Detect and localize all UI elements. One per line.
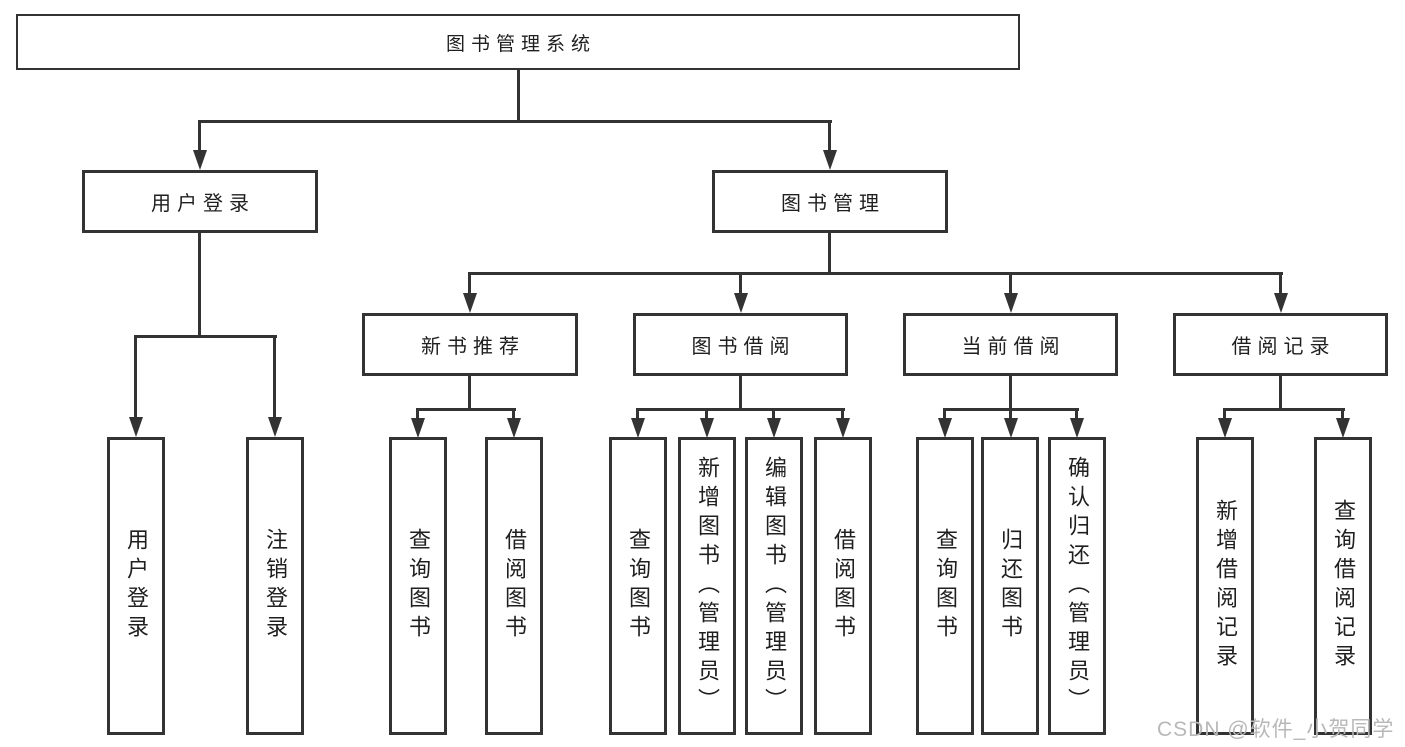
- leaf-return-books: 归还图书: [981, 437, 1039, 735]
- leaf-query-books-newbook: 查询图书: [389, 437, 447, 735]
- connector-records-branch: [1223, 408, 1345, 411]
- arrowhead-records-leaf1: [1218, 418, 1232, 438]
- connector-to-records: [1279, 272, 1282, 294]
- connector-borrowing-leaf3: [772, 408, 775, 419]
- connector-root-to-bookmgmt: [828, 120, 831, 152]
- arrowhead-records-leaf2: [1336, 418, 1350, 438]
- node-current-borrowing-label: 当前借阅: [961, 336, 1066, 358]
- leaf-confirm-return-admin-label: 确认归还（管理员）: [1065, 455, 1090, 717]
- connector-borrowing-leaf4: [841, 408, 844, 419]
- arrowhead-borrowing-leaf4: [836, 418, 850, 438]
- leaf-borrow-books-borrowing: 借阅图书: [814, 437, 872, 735]
- connector-current-stem: [1009, 376, 1012, 411]
- arrowhead-current-leaf2: [1004, 418, 1018, 438]
- leaf-edit-books-admin-label: 编辑图书（管理员）: [762, 455, 787, 717]
- connector-current-leaf1: [943, 408, 946, 419]
- arrowhead-newbook-leaf2: [507, 418, 521, 438]
- connector-records-leaf2: [1341, 408, 1344, 419]
- node-borrowing-records: 借阅记录: [1173, 313, 1388, 376]
- arrowhead-borrowing: [734, 293, 748, 313]
- connector-borrowing-stem: [739, 376, 742, 411]
- leaf-add-books-admin-label: 新增图书（管理员）: [695, 455, 720, 717]
- leaf-query-books-borrowing-label: 查询图书: [626, 528, 651, 644]
- connector-records-stem: [1279, 376, 1282, 411]
- arrowhead-leaf-user-login: [129, 417, 143, 437]
- leaf-logout-label: 注销登录: [263, 528, 288, 644]
- arrowhead-userlogin: [193, 150, 207, 170]
- leaf-add-borrow-record: 新增借阅记录: [1196, 437, 1254, 735]
- node-book-management: 图书管理: [712, 170, 948, 233]
- leaf-query-books-current-label: 查询图书: [933, 528, 958, 644]
- connector-newbook-leaf1: [416, 408, 419, 419]
- leaf-add-borrow-record-label: 新增借阅记录: [1213, 499, 1238, 673]
- arrowhead-records: [1274, 293, 1288, 313]
- arrowhead-current: [1004, 293, 1018, 313]
- arrowhead-current-leaf1: [938, 418, 952, 438]
- connector-borrowing-leaf2: [705, 408, 708, 419]
- connector-root-stem: [517, 70, 520, 122]
- leaf-edit-books-admin: 编辑图书（管理员）: [745, 437, 803, 735]
- connector-userlogin-stem: [198, 233, 201, 338]
- node-book-management-label: 图书管理: [781, 193, 885, 215]
- leaf-borrow-books-newbook: 借阅图书: [485, 437, 543, 735]
- connector-to-newbook: [468, 272, 471, 294]
- leaf-add-books-admin: 新增图书（管理员）: [678, 437, 736, 735]
- leaf-user-login: 用户登录: [107, 437, 165, 735]
- node-book-borrowing: 图书借阅: [633, 313, 848, 376]
- leaf-query-books-newbook-label: 查询图书: [406, 528, 431, 644]
- arrowhead-borrowing-leaf2: [700, 418, 714, 438]
- leaf-user-login-label: 用户登录: [124, 528, 149, 644]
- arrowhead-current-leaf3: [1070, 418, 1084, 438]
- connector-current-leaf3: [1075, 408, 1078, 419]
- connector-root-branch: [198, 120, 832, 123]
- connector-userlogin-branch: [134, 335, 277, 338]
- arrowhead-borrowing-leaf1: [631, 418, 645, 438]
- leaf-confirm-return-admin: 确认归还（管理员）: [1048, 437, 1106, 735]
- connector-to-borrowing: [739, 272, 742, 294]
- connector-bookmgmt-branch: [468, 272, 1283, 275]
- leaf-logout: 注销登录: [246, 437, 304, 735]
- watermark-text: CSDN @软件_小贺同学: [1157, 718, 1395, 741]
- arrowhead-newbook: [463, 293, 477, 313]
- node-borrowing-records-label: 借阅记录: [1231, 336, 1336, 358]
- connector-records-leaf1: [1223, 408, 1226, 419]
- node-library-system-label: 图书管理系统: [445, 33, 596, 55]
- connector-to-leaf-logout: [273, 335, 276, 419]
- node-new-book-recommend-label: 新书推荐: [421, 336, 525, 358]
- node-library-system: 图书管理系统: [16, 14, 1020, 70]
- leaf-borrow-books-borrowing-label: 借阅图书: [831, 528, 856, 644]
- leaf-query-books-borrowing: 查询图书: [609, 437, 667, 735]
- connector-newbook-branch: [416, 408, 516, 411]
- node-current-borrowing: 当前借阅: [903, 313, 1118, 376]
- leaf-query-borrow-record: 查询借阅记录: [1314, 437, 1372, 735]
- leaf-query-borrow-record-label: 查询借阅记录: [1331, 499, 1356, 673]
- connector-borrowing-leaf1: [636, 408, 639, 419]
- leaf-borrow-books-newbook-label: 借阅图书: [502, 528, 527, 644]
- connector-root-to-userlogin: [198, 120, 201, 152]
- leaf-return-books-label: 归还图书: [998, 528, 1023, 644]
- arrowhead-newbook-leaf1: [411, 418, 425, 438]
- connector-borrowing-branch: [636, 408, 845, 411]
- arrowhead-leaf-logout: [268, 417, 282, 437]
- arrowhead-borrowing-leaf3: [767, 418, 781, 438]
- connector-newbook-stem: [468, 376, 471, 411]
- arrowhead-bookmgmt: [823, 150, 837, 170]
- connector-newbook-leaf2: [512, 408, 515, 419]
- connector-bookmgmt-stem: [828, 233, 831, 275]
- node-user-login-group: 用户登录: [82, 170, 318, 233]
- node-book-borrowing-label: 图书借阅: [691, 336, 796, 358]
- connector-to-leaf-user-login: [134, 335, 137, 419]
- node-user-login-group-label: 用户登录: [151, 193, 255, 215]
- leaf-query-books-current: 查询图书: [916, 437, 974, 735]
- connector-to-current: [1009, 272, 1012, 294]
- connector-current-leaf2: [1009, 408, 1012, 419]
- node-new-book-recommend: 新书推荐: [362, 313, 578, 376]
